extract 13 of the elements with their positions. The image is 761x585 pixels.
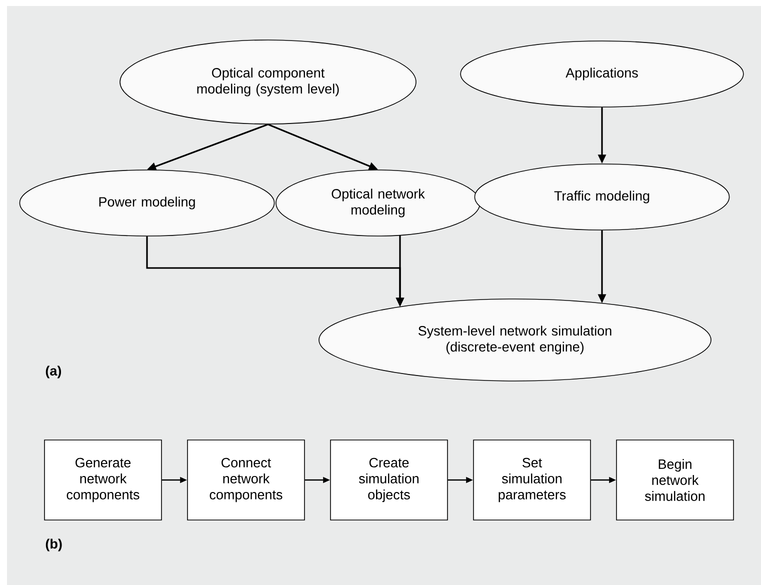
ellipse-node: System-level network simulation (discrete-event engine) <box>318 298 712 382</box>
ellipse-node: Power modeling <box>19 170 275 236</box>
ellipse-node: Optical component modeling (system level) <box>120 40 416 124</box>
process-box: Create simulation objects <box>330 440 448 520</box>
process-box: Set simulation parameters <box>473 440 591 520</box>
ellipse-node: Optical network modeling <box>276 170 480 236</box>
panel-label: (a) <box>46 366 62 378</box>
process-box: Connect network components <box>187 440 305 520</box>
ellipse-node: Applications <box>460 40 744 108</box>
ellipse-node: Traffic modeling <box>474 164 730 230</box>
process-box: Begin network simulation <box>616 440 734 520</box>
panel-label: (b) <box>46 538 62 552</box>
process-box: Generate network components <box>44 440 162 520</box>
